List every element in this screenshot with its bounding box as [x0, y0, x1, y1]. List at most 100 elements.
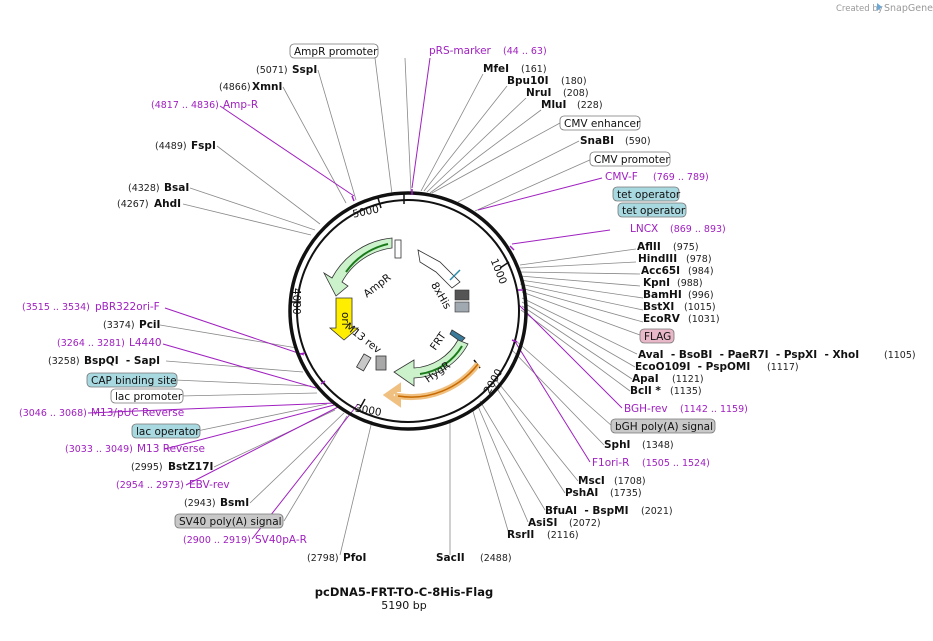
- site-pos: (1348): [642, 440, 674, 451]
- site-pos: (1015): [684, 302, 716, 313]
- feature-box: [617, 202, 687, 218]
- site-pos: (996): [688, 290, 714, 301]
- feature-box: [289, 43, 379, 59]
- site-pos: (4489): [155, 141, 187, 152]
- feature-box-label: lac operator: [136, 426, 200, 438]
- site-pos: (2943): [184, 498, 216, 509]
- tick-label-4000: 4000: [290, 288, 302, 315]
- primer-pos: (869 .. 893): [670, 224, 726, 235]
- site-pos: (978): [686, 254, 712, 265]
- site-name: AhdI: [154, 198, 181, 210]
- site-pos: (590): [625, 136, 651, 147]
- snapgene-logo-icon: [877, 3, 882, 11]
- feature-box-label: FLAG: [644, 331, 671, 343]
- primer-name: CMV-F: [605, 171, 638, 183]
- site-pos: (2116): [547, 530, 579, 541]
- feature-box: [110, 388, 184, 404]
- feature-box-label: lac promoter: [115, 391, 183, 403]
- primer-name: BGH-rev: [624, 403, 668, 415]
- snapgene-brand: SnapGene: [884, 3, 933, 14]
- feature-box: [86, 372, 178, 388]
- site-name: PfoI: [343, 552, 366, 564]
- site-name: KpnI: [643, 277, 670, 289]
- site-name: ApaI: [632, 373, 659, 385]
- site-pos: (3374): [103, 320, 135, 331]
- site-pos: (988): [677, 278, 703, 289]
- site-name: EcoRV: [643, 313, 681, 325]
- site-pos: (1105): [884, 350, 916, 361]
- site-name: MluI: [541, 99, 566, 111]
- connector-lines: [159, 57, 644, 556]
- site-pos: (5071): [256, 65, 288, 76]
- site-name: SphI: [604, 439, 630, 451]
- feature-box-label: AmpR promoter: [294, 46, 378, 58]
- feature-box-label: SV40 poly(A) signal: [179, 516, 282, 528]
- site-name: PshAI: [565, 487, 598, 499]
- feature-box-label: tet operator: [622, 205, 686, 217]
- site-name: BstZ17I: [168, 461, 213, 473]
- site-name: BsaI: [164, 182, 189, 194]
- feature-box: [610, 418, 716, 434]
- site-pos: (2021): [641, 506, 673, 517]
- primer-pos: (4817 .. 4836): [151, 100, 219, 111]
- site-name: NruI: [526, 87, 551, 99]
- site-name: EcoO109I - PspOMI: [635, 361, 750, 373]
- primer-pos: (1505 .. 1524): [642, 458, 710, 469]
- site-name: SnaBI: [580, 135, 614, 147]
- feature-box-label: CMV enhancer: [564, 118, 641, 130]
- tick-label-5000: 5000: [351, 203, 380, 220]
- site-name: PciI: [139, 319, 160, 331]
- plasmid-size: 5190 bp: [381, 599, 426, 612]
- site-pos: (2798): [307, 553, 339, 564]
- site-pos: (984): [688, 266, 714, 277]
- site-name: MscI: [578, 475, 605, 487]
- feature-box: [612, 186, 680, 202]
- primer-pos: (3046 .. 3068): [19, 408, 87, 419]
- site-name: MfeI: [483, 63, 509, 75]
- ampr-label: AmpR: [361, 271, 393, 300]
- site-name: AvaI - BsoBI - PaeR7I - PspXI - XhoI: [638, 349, 859, 361]
- site-name: Acc65I: [641, 265, 680, 277]
- feature-box-label: bGH poly(A) signal: [615, 421, 713, 433]
- feature-boxes: AmpR promoter CMV enhancer CMV promoter …: [86, 43, 716, 529]
- primer-pos: (769 .. 789): [653, 172, 709, 183]
- primer-name: EBV-rev: [189, 479, 230, 491]
- primer-name: L4440: [129, 337, 162, 349]
- primer-pos: (3033 .. 3049): [65, 444, 133, 455]
- primer-name: F1ori-R: [592, 457, 629, 469]
- site-name: XmnI: [252, 81, 282, 93]
- frt-label: FRT: [428, 330, 449, 353]
- site-pos: (1117): [767, 362, 799, 373]
- site-pos: (2072): [569, 518, 601, 529]
- site-pos: (1121): [672, 374, 704, 385]
- m13-rev-feature: [355, 353, 387, 372]
- site-name: SacII: [436, 552, 465, 564]
- site-name: Bpu10I: [507, 75, 549, 87]
- site-pos: (4267): [117, 199, 149, 210]
- site-name: AflII: [637, 241, 661, 253]
- tick-label-1000: 1000: [488, 257, 509, 286]
- feature-box: [559, 115, 641, 131]
- site-pos: (3258): [48, 356, 80, 367]
- primer-name: LNCX: [630, 223, 658, 235]
- site-pos: (2488): [480, 553, 512, 564]
- site-name: SspI: [292, 64, 317, 76]
- primer-pos: (44 .. 63): [503, 46, 547, 57]
- ampr-feature: [322, 237, 402, 297]
- feature-box: [131, 423, 201, 439]
- feature-box: [589, 151, 671, 167]
- site-pos: (208): [563, 88, 589, 99]
- ori-feature: [328, 297, 360, 341]
- primer-connector-lines: [87, 57, 623, 540]
- site-pos: (228): [577, 100, 603, 111]
- m13-rev-label: M13 rev: [342, 321, 383, 357]
- tick-label-3000: 3000: [354, 402, 382, 418]
- site-name: BstXI: [643, 301, 674, 313]
- primer-pos: (3264 .. 3281): [57, 338, 125, 349]
- site-pos: (1135): [670, 386, 702, 397]
- site-name: AsiSI: [528, 517, 557, 529]
- site-name: BclI *: [630, 385, 661, 397]
- site-pos: (4328): [128, 183, 160, 194]
- left-sites: (5071) SspI (4866) XmnI (4489) FspI (432…: [48, 64, 366, 564]
- right-sites: MfeI (161) Bpu10I (180) NruI (208) MluI …: [436, 63, 916, 564]
